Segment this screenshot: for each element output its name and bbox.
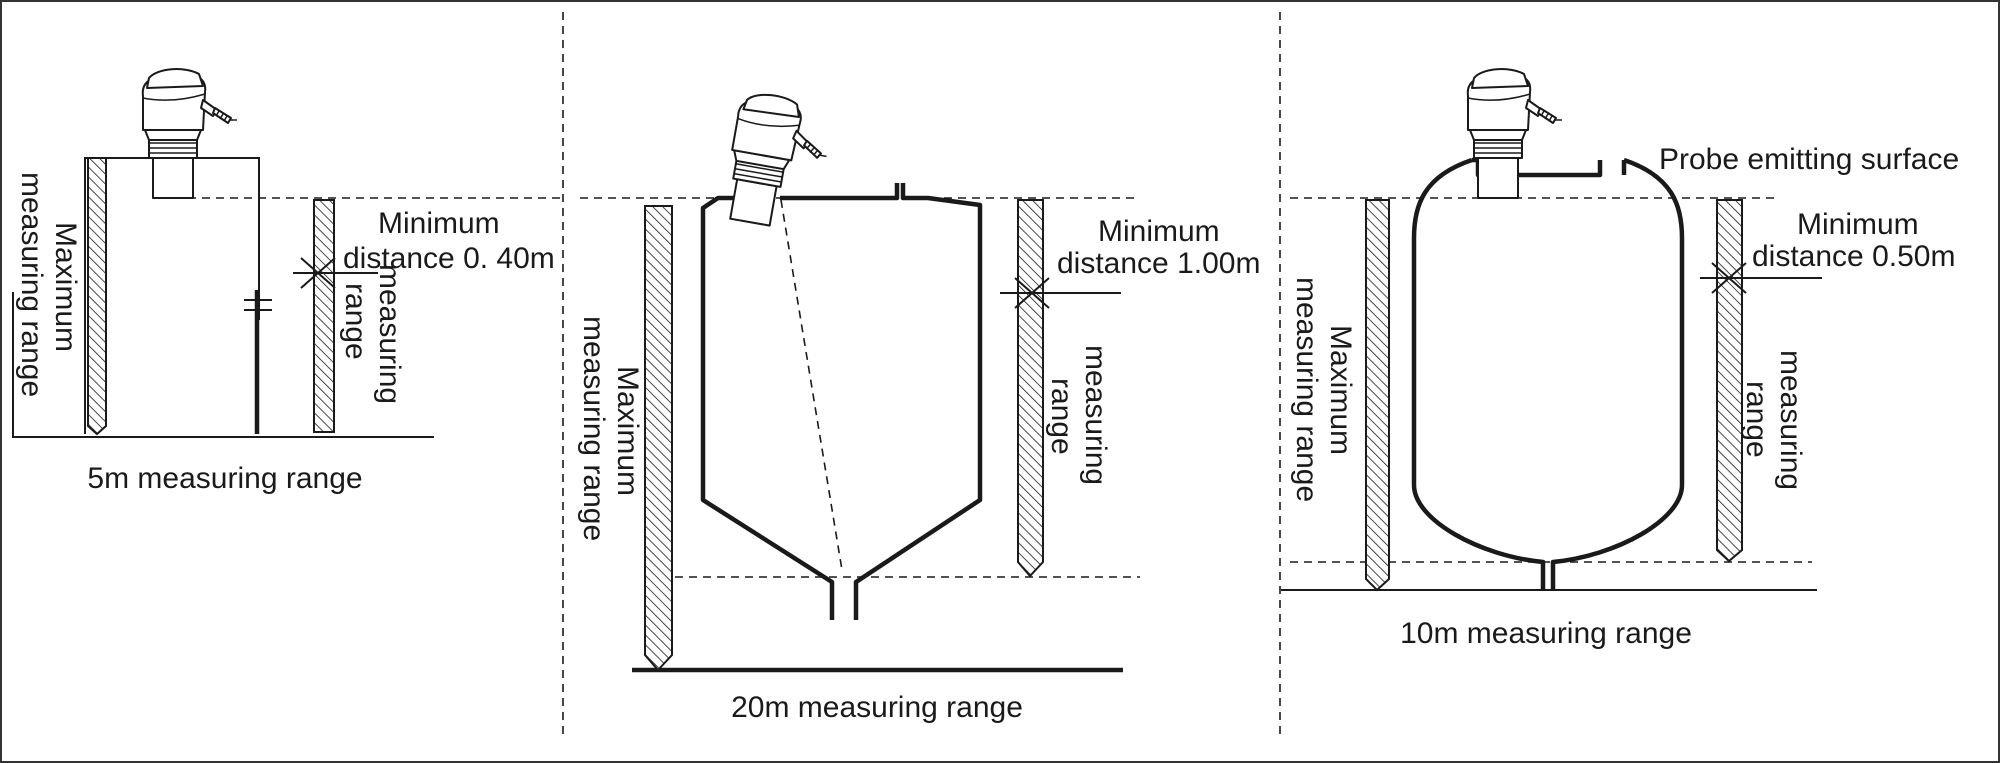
caption-20m: 20m measuring range [731,691,1023,724]
min-distance-label-5m-1: Minimum [378,207,500,240]
range-label-5m-1: measuring [373,264,406,404]
max-range-bar-10m [1365,199,1390,592]
range-label-5m-2: range [339,283,372,360]
max-range-label-20m-1: Maximum [611,366,644,496]
max-range-label-10m-1: Maximum [1324,325,1357,455]
panel-20m: Maximum measuring range measuring range … [577,88,1260,724]
ultrasonic-sensor-icon [141,68,238,199]
min-distance-label-10m-2: distance 0.50m [1752,240,1955,273]
range-bar-5m [313,199,335,433]
caption-5m: 5m measuring range [87,462,362,495]
range-label-10m-1: measuring [1774,350,1807,490]
min-distance-label-20m-2: distance 1.00m [1057,247,1260,280]
ultrasonic-sensor-icon-10m [1466,68,1563,199]
tank-5m [84,157,260,434]
range-bar-10m [1716,199,1743,563]
max-range-bar-5m [87,157,107,436]
range-label-10m-2: range [1740,381,1773,458]
min-distance-label-5m-2: distance 0. 40m [343,242,555,275]
silo-20m-left [700,195,835,620]
range-label-20m-2: range [1045,378,1078,455]
max-range-label-10m-2: measuring range [1290,277,1323,502]
ground-line-5m [12,292,434,438]
min-distance-label-10m-1: Minimum [1797,208,1919,241]
vessel-10m-right [1550,157,1685,590]
max-range-label-5m-1: Maximum [49,222,82,352]
range-label-20m-1: measuring [1079,345,1112,485]
caption-10m: 10m measuring range [1400,617,1692,650]
vessel-10m-left [1411,157,1546,590]
probe-emitting-surface-label: Probe emitting surface [1659,143,1959,176]
panel-5m: Maximum measuring range measuring range … [12,68,560,495]
max-range-label-5m-2: measuring range [15,172,48,397]
max-range-label-20m-2: measuring range [577,316,610,541]
min-distance-label-20m-1: Minimum [1098,215,1220,248]
ultrasonic-sensor-tilted-icon [719,88,837,235]
panel-10m: Maximum measuring range measuring range … [1281,68,1959,650]
range-bar-20m [1017,199,1044,578]
max-range-bar-20m [644,205,673,672]
silo-20m-right [853,183,983,620]
